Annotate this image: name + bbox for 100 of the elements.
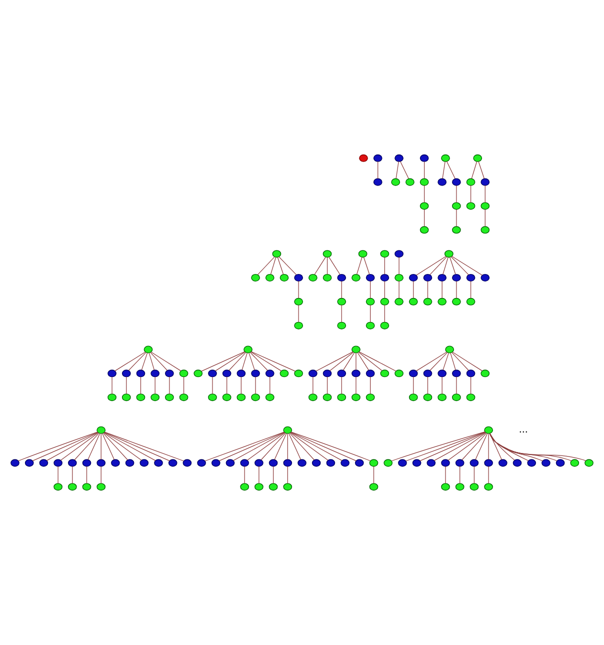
connector <box>298 280 299 298</box>
node-circle <box>455 483 464 491</box>
connector <box>342 352 355 370</box>
connector <box>330 352 354 371</box>
node-circle <box>452 370 461 378</box>
node-circle <box>369 459 378 467</box>
node-circle <box>542 459 550 467</box>
connector <box>290 432 342 461</box>
node-circle <box>445 346 454 354</box>
connector <box>398 256 400 275</box>
node-circle <box>366 274 375 282</box>
connector <box>456 185 457 203</box>
node-circle <box>24 459 34 467</box>
connector <box>114 352 146 372</box>
node-circle <box>308 370 318 378</box>
connector <box>490 433 515 460</box>
node-circle <box>484 459 493 467</box>
connector <box>148 352 155 370</box>
node-circle <box>452 226 461 234</box>
connector <box>169 376 170 394</box>
node-circle <box>480 178 490 186</box>
node-circle <box>352 394 360 402</box>
node-circle <box>480 274 490 282</box>
node-circle <box>452 202 461 210</box>
connector <box>228 352 246 371</box>
label: ... <box>518 424 528 436</box>
node-circle <box>283 426 292 434</box>
node-circle <box>473 154 482 162</box>
connector <box>104 432 170 462</box>
node-circle <box>179 394 188 402</box>
connector <box>154 376 156 394</box>
node-circle <box>268 483 278 491</box>
node-circle <box>294 370 304 378</box>
connector <box>298 304 299 322</box>
connector <box>452 256 483 276</box>
node-circle <box>455 459 464 467</box>
node-circle <box>164 394 174 402</box>
connector <box>398 280 400 298</box>
connector <box>489 433 558 462</box>
connector <box>391 432 486 462</box>
connector <box>128 352 146 371</box>
node-circle <box>423 370 432 378</box>
node-circle <box>438 370 447 378</box>
node-circle <box>484 483 493 491</box>
node-circle <box>251 274 260 282</box>
node-circle <box>208 370 217 378</box>
connector <box>150 352 168 371</box>
connector <box>274 433 287 460</box>
node-circle <box>140 459 149 467</box>
connector <box>290 432 328 461</box>
connector <box>396 161 399 179</box>
node-circle <box>423 394 432 402</box>
connector <box>442 256 448 275</box>
node-circle <box>240 483 250 491</box>
connector <box>104 432 184 462</box>
connector <box>103 432 128 460</box>
node-circle <box>254 459 264 467</box>
connector <box>357 352 370 370</box>
connector <box>430 352 448 371</box>
node-circle <box>96 483 106 491</box>
node-circle <box>354 459 364 467</box>
node-circle <box>308 394 318 402</box>
node-circle <box>54 459 62 467</box>
node-circle <box>466 298 476 306</box>
node-circle <box>294 274 304 282</box>
node-circle <box>144 346 153 354</box>
connector <box>420 432 486 462</box>
node-circle <box>391 178 400 186</box>
node-circle <box>484 426 493 434</box>
connector <box>452 352 469 371</box>
node-circle <box>466 394 476 402</box>
node-circle <box>111 459 120 467</box>
connector <box>341 376 342 394</box>
connector <box>277 256 284 275</box>
node-circle <box>406 178 414 186</box>
node-circle <box>194 370 203 378</box>
node-circle <box>470 483 479 491</box>
connector <box>218 432 285 462</box>
node-circle <box>136 370 146 378</box>
node-circle <box>420 154 429 162</box>
node-circle <box>584 459 594 467</box>
node-circle <box>298 459 306 467</box>
connector <box>488 466 489 484</box>
connector <box>452 352 482 372</box>
node-circle <box>394 370 404 378</box>
node-circle <box>68 483 77 491</box>
node-circle <box>441 154 450 162</box>
connector <box>258 466 260 484</box>
connector <box>478 161 485 179</box>
node-circle <box>420 202 429 210</box>
node-circle <box>337 370 346 378</box>
node-circle <box>82 459 92 467</box>
connector <box>424 185 425 203</box>
node-circle <box>337 394 346 402</box>
node-circle <box>236 370 246 378</box>
connector <box>141 352 148 370</box>
node-circle <box>168 459 178 467</box>
node-circle <box>398 459 407 467</box>
node-circle <box>251 394 260 402</box>
node-circle <box>352 274 360 282</box>
